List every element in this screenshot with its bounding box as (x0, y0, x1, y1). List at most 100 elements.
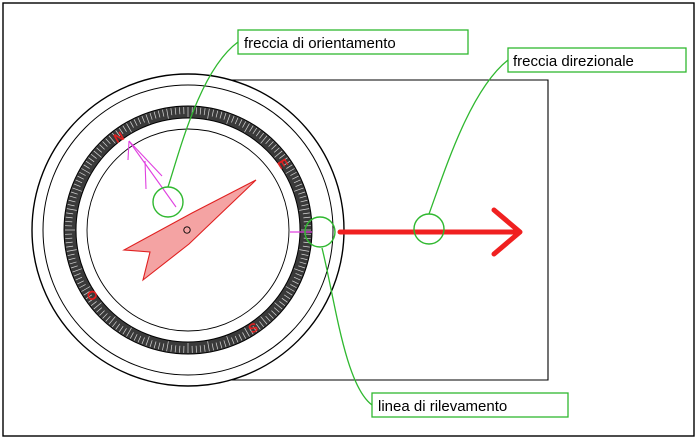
degree-tick (273, 307, 280, 313)
degree-tick (268, 141, 274, 147)
degree-tick (290, 284, 297, 289)
degree-tick (207, 341, 210, 352)
callout-bearing-label: linea di rilevamento (378, 398, 507, 415)
degree-tick (299, 249, 310, 252)
degree-tick (283, 294, 291, 300)
degree-tick (299, 261, 307, 265)
degree-tick (77, 175, 84, 180)
degree-tick (271, 310, 277, 316)
degree-tick (273, 147, 280, 153)
degree-tick (79, 171, 86, 176)
degree-tick (79, 284, 86, 289)
degree-tick (302, 212, 310, 215)
degree-tick (145, 336, 150, 346)
degree-tick (249, 125, 254, 132)
degree-tick (133, 119, 138, 126)
degree-tick (242, 332, 247, 339)
degree-tick (295, 273, 303, 277)
orientation-line-right (128, 140, 163, 177)
degree-tick (226, 336, 231, 346)
degree-tick (294, 187, 304, 192)
degree-tick (166, 108, 169, 119)
marker-bearing (304, 216, 336, 248)
degree-tick (303, 216, 311, 219)
callout-direction: freccia direzionale (507, 47, 687, 73)
degree-tick (238, 119, 243, 126)
degree-tick (141, 115, 145, 123)
degree-tick (281, 297, 288, 303)
degree-tick (279, 301, 286, 307)
degree-tick (129, 121, 134, 128)
degree-tick (234, 335, 239, 343)
orientation-arrow (127, 140, 177, 208)
degree-tick (145, 114, 150, 124)
degree-tick (133, 334, 138, 341)
degree-tick (66, 249, 77, 252)
degree-tick (242, 121, 247, 128)
orientation-line-mid (144, 160, 147, 190)
degree-tick (215, 342, 219, 350)
degree-tick (122, 328, 127, 335)
degree-tick (83, 164, 90, 169)
degree-tick (88, 297, 95, 303)
degree-tick (65, 241, 73, 244)
leader-bearing (321, 247, 373, 406)
orientation-line-main (128, 140, 177, 208)
degree-tick (223, 112, 227, 120)
degree-tick (73, 183, 81, 187)
degree-tick (105, 315, 111, 322)
degree-tick (81, 286, 91, 292)
degree-tick (298, 265, 306, 269)
degree-tick (66, 208, 77, 211)
degree-tick (157, 342, 161, 350)
degree-tick (67, 253, 75, 256)
degree-tick (226, 114, 231, 124)
degree-tick (162, 343, 165, 351)
degree-tick (108, 135, 116, 144)
marker-orientation (152, 186, 184, 218)
leader-orientation (167, 41, 239, 188)
orientation-line-left (127, 140, 130, 161)
degree-tick (215, 110, 219, 118)
degree-tick (274, 302, 283, 310)
baseplate (190, 79, 549, 381)
degree-tick (66, 212, 74, 215)
degree-tick (299, 208, 310, 211)
degree-tick (211, 109, 214, 117)
degree-tick (286, 291, 293, 296)
degree-tick (85, 294, 93, 300)
degree-tick (93, 150, 102, 158)
callout-direction-box (507, 47, 687, 73)
degree-tick (279, 153, 286, 159)
baseplate-outline (190, 79, 549, 381)
degree-tick (137, 117, 142, 125)
degree-tick (66, 245, 74, 248)
degree-tick (65, 216, 73, 219)
degree-tick (271, 144, 277, 150)
degree-tick (72, 187, 82, 192)
degree-tick (153, 341, 157, 349)
degree-tick (170, 108, 173, 116)
degree-tick (259, 132, 265, 139)
degree-tick (301, 204, 309, 207)
degree-tick (203, 344, 206, 352)
degree-tick (244, 327, 250, 337)
callout-orientation-label: freccia di orientamento (244, 35, 396, 52)
degree-tick (238, 334, 243, 341)
degree-tick (211, 343, 214, 351)
degree-tick (77, 280, 84, 285)
degree-tick (122, 125, 127, 132)
degree-tick (223, 340, 227, 348)
degree-tick (153, 111, 157, 119)
housing-second-ring (42, 84, 334, 376)
degree-tick (231, 115, 235, 123)
callout-bearing: linea di rilevamento (371, 392, 569, 418)
degree-tick (295, 183, 303, 187)
degree-tick (102, 313, 108, 319)
degree-tick (249, 328, 254, 335)
leader-direction (428, 59, 509, 215)
degree-tick (75, 179, 83, 184)
degree-tick (292, 175, 299, 180)
